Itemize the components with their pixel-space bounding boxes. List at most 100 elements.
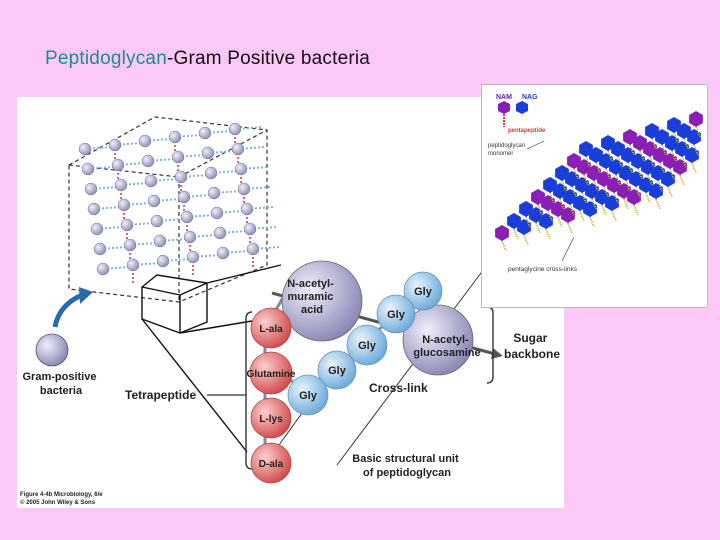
cross-link-chain [561,180,567,192]
cross-link-chain [595,162,601,174]
cross-link-chain [673,132,679,144]
glucosamine-sphere [402,304,474,376]
cross-link-chain [657,180,663,192]
cross-link-chain [547,210,553,222]
lattice-sphere [123,238,137,252]
lattice-sphere [111,158,125,172]
gram-positive-label: Gram-positive bacteria [22,371,99,397]
cross-link-chain [625,180,631,192]
monomer-label: peptidoglycan monomer [488,143,527,157]
figure-caption: Figure 4-4b Microbiology, 6/e © 2005 Joh… [20,492,104,506]
gly-label: Gly [358,340,377,352]
cross-link-chain [655,198,661,210]
lattice-sphere [87,202,101,216]
nag-hexagon [519,201,533,217]
l-lys-sphere [250,397,292,439]
sugar-backbone-bracket [486,306,494,384]
peptidoglycan-sheet: NAM NAG pentapeptide peptidoglycan monom… [488,94,703,273]
cross-link-chain [659,162,665,174]
nam-hexagon [689,111,703,127]
cross-link-chain [651,138,657,150]
lattice-sphere [114,178,128,192]
gly-label: Gly [387,309,406,321]
gly-sphere [287,374,329,416]
l-lys-label: L-lys [259,414,283,425]
nag-hexagon [579,141,593,157]
cross-link-chain [535,222,541,234]
cross-link-chain [583,174,589,186]
lattice-sphere [240,202,254,216]
cross-link-chain [523,234,529,246]
cross-link-chain [585,156,591,168]
lattice-sphere [246,242,260,256]
gly-sphere [346,324,388,366]
lattice-sphere [234,162,248,176]
cross-link-chain [545,228,551,240]
lattice-sphere [201,146,215,160]
lattice-sphere [213,226,227,240]
sugar-backbone-label: Sugar backbone [504,331,560,361]
cross-link-chain [633,204,639,216]
cross-link-chain [569,204,575,216]
cross-link-chain [589,216,595,228]
peptidoglycan-diagram: Gram-positive bacteria [20,116,560,506]
gly-label: Gly [299,390,318,402]
lattice-sphere [81,162,95,176]
monomer-pointer [526,140,545,150]
tetrapeptide-bracket [245,311,253,470]
lattice-sphere [177,190,191,204]
lattice-sphere [126,258,140,272]
hexagon-sheet [495,111,703,252]
nam-label: NAM [496,94,512,101]
gly-sphere [403,271,443,311]
cross-link-chain [679,174,685,186]
cross-link-chain [671,150,677,162]
nag-hexagon [645,123,659,139]
l-ala-sphere [250,307,292,349]
lattice-sphere [231,142,245,156]
lattice-sphere [216,246,230,260]
lattice-sphere [186,250,200,264]
d-ala-label: D-ala [259,459,284,470]
title-accent: Peptidoglycan [45,48,167,69]
lattice-sphere [108,138,122,152]
lattice-sphere [171,150,185,164]
cross-link-label: Cross-link [369,381,428,395]
cross-links-pointer [561,236,575,262]
lattice-sphere [237,182,251,196]
lattice-spheres [78,122,280,285]
cross-link-chain [557,216,563,228]
nam-hexagon [623,129,637,145]
cross-link-chain [607,150,613,162]
cross-link-chain [681,156,687,168]
nag-hexagon [601,135,615,151]
lattice-sphere [90,222,104,236]
cross-links-label: pentaglycine cross-links [508,266,578,273]
gly-sphere [317,350,357,390]
nag-hexagon [667,117,681,133]
gram-positive-cell [35,287,93,367]
cross-link-chain [645,192,651,204]
lattice-sphere [93,242,107,256]
cross-link-chain [559,198,565,210]
cross-link-chain [615,174,621,186]
muramic-acid-label: N-acetyl- muramic acid [287,278,337,316]
basic-unit-label: Basic structural unit of peptidoglycan [352,453,461,479]
inset-panel: NAM NAG pentapeptide peptidoglycan monom… [481,84,708,308]
lattice-sphere [180,210,194,224]
cross-link-chain [611,210,617,222]
cross-link-chain [501,240,507,252]
cross-link-chain [571,186,577,198]
tetrapeptide-label: Tetrapeptide [125,388,196,402]
figure-panel: Gram-positive bacteria [17,97,564,508]
glutamine-label: Glutamine [247,369,296,380]
cross-link-chain [691,162,697,174]
cross-link-chain [537,204,543,216]
lattice-cube [68,116,268,303]
cross-link-chain [603,186,609,198]
nag-legend-icon [516,101,528,114]
cross-link-chain [567,222,573,234]
nam-legend-icon [498,101,510,114]
cross-link-chain [605,168,611,180]
